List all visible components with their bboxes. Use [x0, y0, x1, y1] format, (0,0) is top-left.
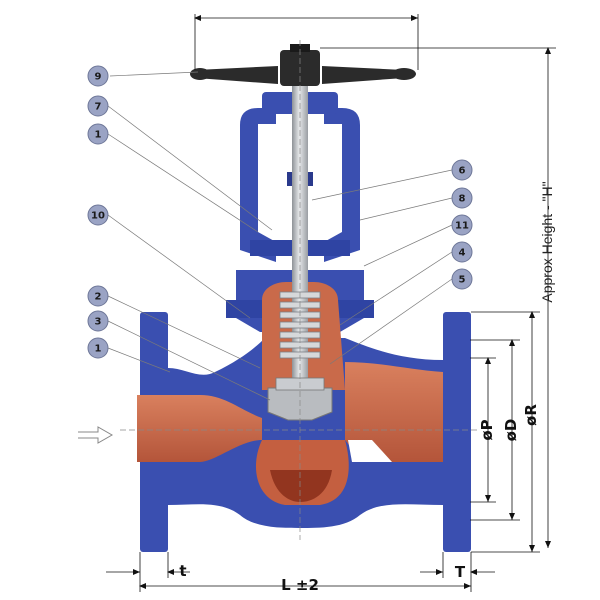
callout-10: 10 — [87, 204, 109, 226]
callout-11: 11 — [451, 214, 473, 236]
dimension-p-label: øP — [478, 419, 496, 440]
callout-leader-lines — [107, 71, 453, 401]
dimension-T-label: T — [455, 563, 466, 581]
svg-text:10: 10 — [91, 211, 105, 222]
svg-text:2: 2 — [95, 292, 102, 303]
dimension-r-label: øR — [522, 404, 540, 426]
callout-1-upper: 1 — [87, 123, 109, 145]
dimension-d-label: øD — [502, 419, 520, 442]
center-lines — [120, 40, 480, 540]
svg-text:8: 8 — [459, 194, 466, 205]
callout-2: 2 — [87, 285, 109, 307]
dimension-lines — [106, 14, 556, 592]
dimension-length-label: L ±2 — [281, 576, 319, 594]
callout-bubbles: 9 7 1 10 2 3 1 6 8 11 4 5 — [87, 65, 473, 359]
callout-7: 7 — [87, 95, 109, 117]
svg-text:1: 1 — [95, 344, 102, 355]
callout-9: 9 — [87, 65, 109, 87]
callout-3: 3 — [87, 310, 109, 332]
approx-height-label: Approx Height - "H" — [539, 181, 555, 302]
svg-text:4: 4 — [459, 248, 466, 259]
svg-text:1: 1 — [95, 130, 102, 141]
svg-text:6: 6 — [459, 166, 466, 177]
svg-text:3: 3 — [95, 317, 102, 328]
flow-direction-arrow-icon — [78, 426, 114, 444]
svg-text:7: 7 — [95, 102, 102, 113]
callout-8: 8 — [451, 187, 473, 209]
callout-6: 6 — [451, 159, 473, 181]
callout-1-lower: 1 — [87, 337, 109, 359]
handwheel — [190, 44, 416, 86]
svg-text:9: 9 — [95, 72, 102, 83]
callout-5: 5 — [451, 268, 473, 290]
svg-text:5: 5 — [459, 275, 466, 286]
dimension-t-label: t — [179, 562, 186, 580]
svg-text:11: 11 — [455, 221, 469, 232]
flow-passage — [137, 282, 443, 505]
callout-4: 4 — [451, 241, 473, 263]
